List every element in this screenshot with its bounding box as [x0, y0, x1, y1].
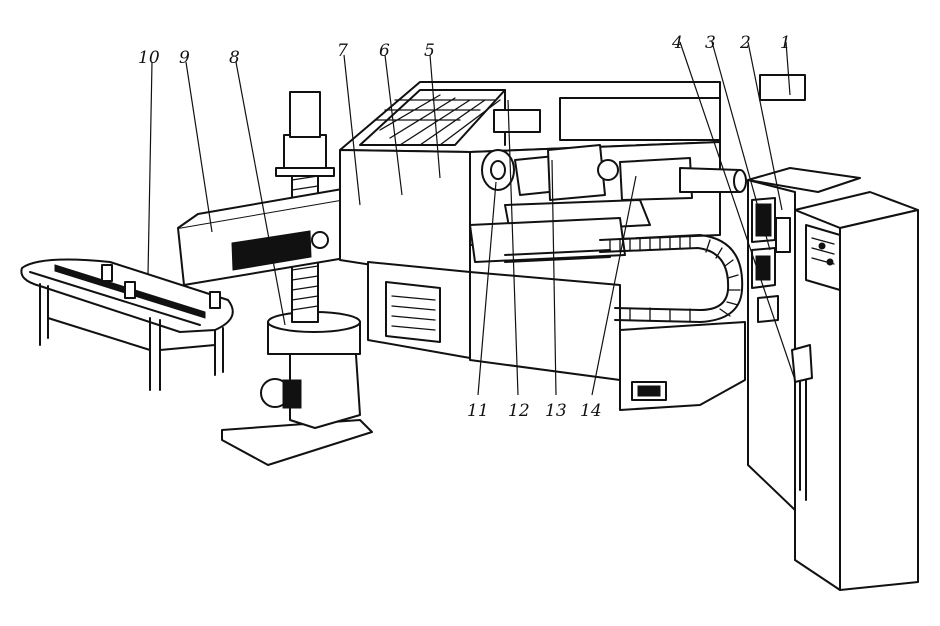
callout-3: 3	[705, 33, 716, 53]
callout-14: 14	[580, 401, 602, 421]
control-cabinet-large	[794, 191, 919, 591]
electrical-cabinet-panel	[759, 74, 806, 101]
arm-housing	[177, 187, 349, 286]
callout-4: 4	[671, 33, 683, 53]
callout-7: 7	[337, 41, 348, 61]
callout-11: 11	[467, 401, 489, 421]
callout-2: 2	[739, 33, 751, 53]
pendant-control	[791, 344, 813, 501]
callout-9: 9	[179, 48, 190, 68]
callout-labels: 1 2 3 4 5 6 7 8 9 10 11 12 13 14	[138, 33, 791, 421]
lathe-working-area	[469, 144, 747, 263]
conveyor-table	[20, 258, 234, 391]
callout-13: 13	[545, 401, 567, 421]
callout-5: 5	[424, 41, 435, 61]
callout-1: 1	[780, 33, 791, 53]
callout-10: 10	[138, 48, 160, 68]
callout-8: 8	[229, 48, 240, 68]
cable-chain	[599, 234, 744, 323]
callout-6: 6	[379, 41, 390, 61]
leader-lines	[147, 41, 796, 396]
callout-12: 12	[508, 401, 530, 421]
control-cabinet-small	[747, 167, 861, 511]
gantry-column	[221, 91, 373, 466]
